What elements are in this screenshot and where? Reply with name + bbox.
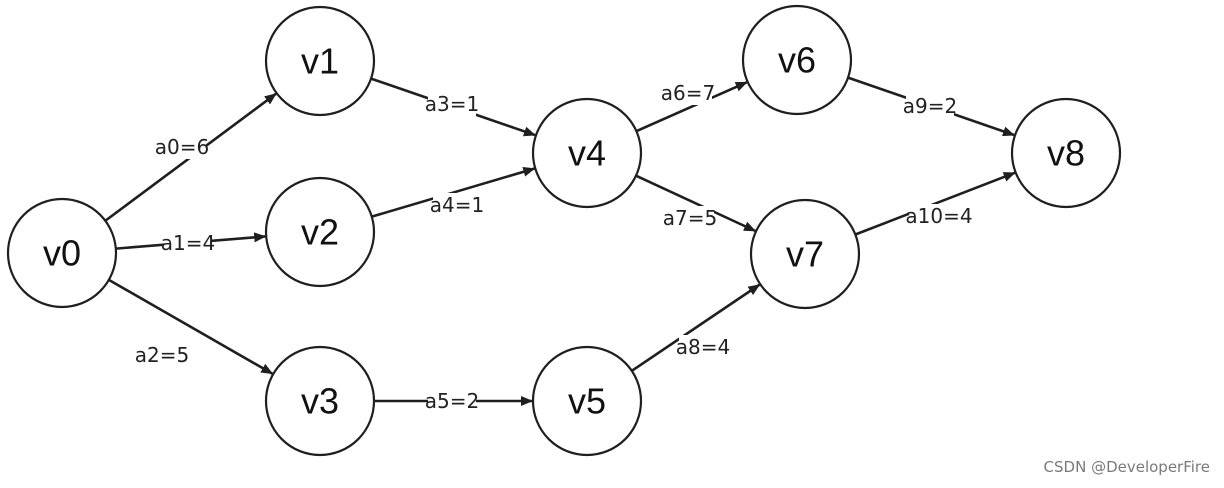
edge-a6: a6=7 <box>635 81 748 133</box>
edge-label: a9=2 <box>903 94 957 118</box>
node-label: v0 <box>43 233 81 274</box>
node-circle <box>741 4 853 116</box>
node-v7: v7 <box>749 198 861 310</box>
node-v4: v4 <box>531 97 643 209</box>
edge-a7: a7=5 <box>635 174 757 233</box>
edge-label: a6=7 <box>661 81 715 105</box>
edge-label: a0=6 <box>155 135 209 159</box>
edge-label-background <box>664 81 712 105</box>
node-v2: v2 <box>264 176 376 288</box>
edge-a2: a2=5 <box>108 278 274 375</box>
edge-a3: a3=1 <box>370 77 536 137</box>
edge-label: a3=1 <box>425 92 479 116</box>
edge-arrow <box>635 81 748 133</box>
edge-a5: a5=2 <box>374 389 533 413</box>
node-label: v8 <box>1047 133 1085 174</box>
node-circle <box>531 345 643 457</box>
node-label: v2 <box>301 212 339 253</box>
node-label: v5 <box>568 381 606 422</box>
edge-label-background <box>666 206 714 230</box>
node-circle <box>749 198 861 310</box>
node-label: v3 <box>301 381 339 422</box>
node-v6: v6 <box>741 4 853 116</box>
edge-arrow <box>635 174 757 233</box>
edge-label: a2=5 <box>135 343 189 367</box>
node-v8: v8 <box>1010 97 1122 209</box>
node-label: v7 <box>786 234 824 275</box>
node-circle <box>264 345 376 457</box>
edge-label-background <box>428 389 476 413</box>
edge-a10: a10=4 <box>854 171 1016 236</box>
edge-label-background <box>909 204 969 228</box>
edge-a0: a0=6 <box>104 92 277 222</box>
edge-a8: a8=4 <box>631 283 761 372</box>
watermark: CSDN @DeveloperFire <box>1043 458 1210 476</box>
edge-label-background <box>906 94 954 118</box>
node-circle <box>264 5 376 117</box>
edge-label-background <box>164 231 212 255</box>
edge-a9: a9=2 <box>847 76 1015 137</box>
node-circle <box>264 176 376 288</box>
node-v3: v3 <box>264 345 376 457</box>
edge-label: a4=1 <box>430 193 484 217</box>
edge-arrow <box>631 283 761 372</box>
edge-label-background <box>679 335 727 359</box>
edge-label-background <box>138 343 186 367</box>
node-v0: v0 <box>6 197 118 309</box>
node-circle <box>1010 97 1122 209</box>
edge-label-background <box>433 193 481 217</box>
edge-label: a5=2 <box>425 389 479 413</box>
edge-label-background <box>158 135 206 159</box>
node-circle <box>531 97 643 209</box>
edge-a1: a1=4 <box>115 231 267 255</box>
node-label: v1 <box>301 41 339 82</box>
node-v1: v1 <box>264 5 376 117</box>
node-label: v4 <box>568 133 606 174</box>
edge-a4: a4=1 <box>371 166 536 218</box>
edge-arrow <box>108 278 274 375</box>
edge-arrow <box>854 171 1016 236</box>
edge-label: a7=5 <box>663 206 717 230</box>
edge-label: a8=4 <box>676 335 730 359</box>
edge-label: a1=4 <box>161 231 215 255</box>
node-circle <box>6 197 118 309</box>
edge-arrow <box>371 166 536 218</box>
node-v5: v5 <box>531 345 643 457</box>
node-label: v6 <box>778 40 816 81</box>
edge-label: a10=4 <box>905 204 972 228</box>
edge-label-background <box>428 92 476 116</box>
